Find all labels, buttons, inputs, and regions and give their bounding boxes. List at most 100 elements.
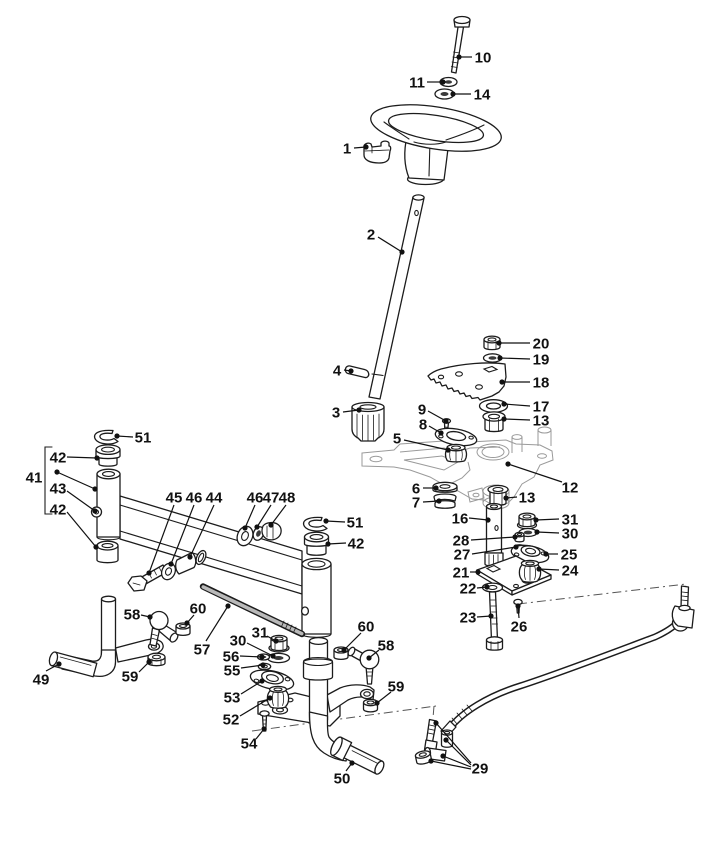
part-label-23: 23 <box>460 610 494 627</box>
part-label-16: 16 <box>452 511 491 528</box>
part-label-18: 18 <box>499 375 549 392</box>
nut-59l <box>147 652 166 667</box>
part-label-5: 5 <box>393 431 451 453</box>
part-label-49: 49 <box>33 661 62 689</box>
part-label-20: 20 <box>496 336 549 353</box>
part-label-1: 1 <box>343 141 369 158</box>
part-number-12: 12 <box>562 480 579 497</box>
part-number-7: 7 <box>412 495 420 512</box>
part-label-60: 60 <box>184 601 206 626</box>
part-number-29: 29 <box>472 761 489 778</box>
part-label-3: 3 <box>332 405 362 422</box>
flange-bearing-25 <box>510 544 550 564</box>
part-number-28: 28 <box>453 533 470 550</box>
part-number-60: 60 <box>190 601 207 618</box>
part-number-27: 27 <box>454 547 471 564</box>
snap-ring-51b <box>302 516 328 532</box>
snap-ring-51a <box>93 429 119 445</box>
part-number-4: 4 <box>333 363 342 380</box>
part-number-21: 21 <box>453 565 470 582</box>
part-label-6: 6 <box>412 481 439 498</box>
part-label-42: 42 <box>50 450 100 467</box>
bushing-13a <box>482 411 506 433</box>
part-number-31: 31 <box>252 625 269 642</box>
part-label-7: 7 <box>412 495 442 512</box>
part-number-42: 42 <box>50 450 67 467</box>
part-label-48: 48 <box>268 490 295 528</box>
part-label-42: 42 <box>50 502 99 550</box>
part-label-2: 2 <box>367 227 405 255</box>
part-label-44: 44 <box>187 490 223 560</box>
part-label-26: 26 <box>511 603 528 636</box>
part-number-51: 51 <box>347 515 364 532</box>
part-label-14: 14 <box>450 87 491 104</box>
left-kingpin-column <box>96 468 121 541</box>
part-number-6: 6 <box>412 481 420 498</box>
part-label-9: 9 <box>418 402 449 424</box>
part-number-59: 59 <box>122 669 139 686</box>
part-label-46: 46 <box>168 490 202 567</box>
part-label-30: 30 <box>534 526 578 543</box>
bolt-10 <box>450 15 471 74</box>
cap-6 <box>432 481 458 493</box>
part-number-52: 52 <box>223 712 240 729</box>
part-number-20: 20 <box>533 336 550 353</box>
part-label-17: 17 <box>501 399 549 416</box>
part-label-55: 55 <box>224 662 266 680</box>
part-number-14: 14 <box>474 87 491 104</box>
part-number-51: 51 <box>135 430 152 447</box>
part-number-9: 9 <box>418 402 426 419</box>
part-label-47: 47 <box>254 490 279 530</box>
lock-washer-47 <box>252 526 265 541</box>
bolt-23 <box>485 591 504 651</box>
part-label-56: 56 <box>223 649 265 666</box>
steering-wheel <box>370 104 502 186</box>
part-label-53: 53 <box>224 678 265 707</box>
part-number-58: 58 <box>378 638 395 655</box>
part-number-26: 26 <box>511 619 528 636</box>
washer-46b <box>236 525 254 547</box>
part-number-42: 42 <box>50 502 67 519</box>
part-number-22: 22 <box>460 581 477 598</box>
part-label-25: 25 <box>543 547 577 564</box>
part-label-21: 21 <box>453 565 481 582</box>
part-number-10: 10 <box>475 50 492 67</box>
part-label-42: 42 <box>325 536 364 553</box>
bracket-41-brace <box>44 446 53 515</box>
part-number-50: 50 <box>334 771 351 788</box>
part-label-19: 19 <box>497 352 549 369</box>
part-label-29: 29 <box>428 720 489 778</box>
part-number-57: 57 <box>194 642 211 659</box>
part-number-5: 5 <box>393 431 401 448</box>
part-number-30: 30 <box>562 526 579 543</box>
part-number-58: 58 <box>124 607 141 624</box>
part-label-43: 43 <box>50 481 98 514</box>
nut-60r <box>333 646 349 661</box>
nut-5 <box>444 443 468 463</box>
part-number-46: 46 <box>247 490 264 507</box>
part-number-41: 41 <box>26 470 43 487</box>
part-label-30: 30 <box>230 633 276 659</box>
part-label-31: 31 <box>252 625 279 644</box>
part-number-11: 11 <box>409 75 425 92</box>
part-number-1: 1 <box>343 141 351 158</box>
bushing-42b <box>96 540 119 564</box>
part-label-59: 59 <box>122 659 152 686</box>
flange-bearing-53 <box>249 669 295 691</box>
part-number-16: 16 <box>452 511 469 528</box>
part-label-51: 51 <box>114 430 151 447</box>
part-label-60: 60 <box>341 619 374 653</box>
bushing-42c <box>303 531 330 556</box>
bushing-52 <box>266 685 290 709</box>
part-number-44: 44 <box>206 490 223 507</box>
spindle-50 <box>302 636 385 775</box>
tie-rod-57 <box>199 583 306 638</box>
part-number-55: 55 <box>224 663 241 680</box>
part-label-41: 41 <box>26 469 98 492</box>
part-label-10: 10 <box>456 50 491 67</box>
part-number-31: 31 <box>562 512 579 529</box>
part-number-3: 3 <box>332 405 340 422</box>
part-number-53: 53 <box>224 690 241 707</box>
part-number-59: 59 <box>388 679 405 696</box>
